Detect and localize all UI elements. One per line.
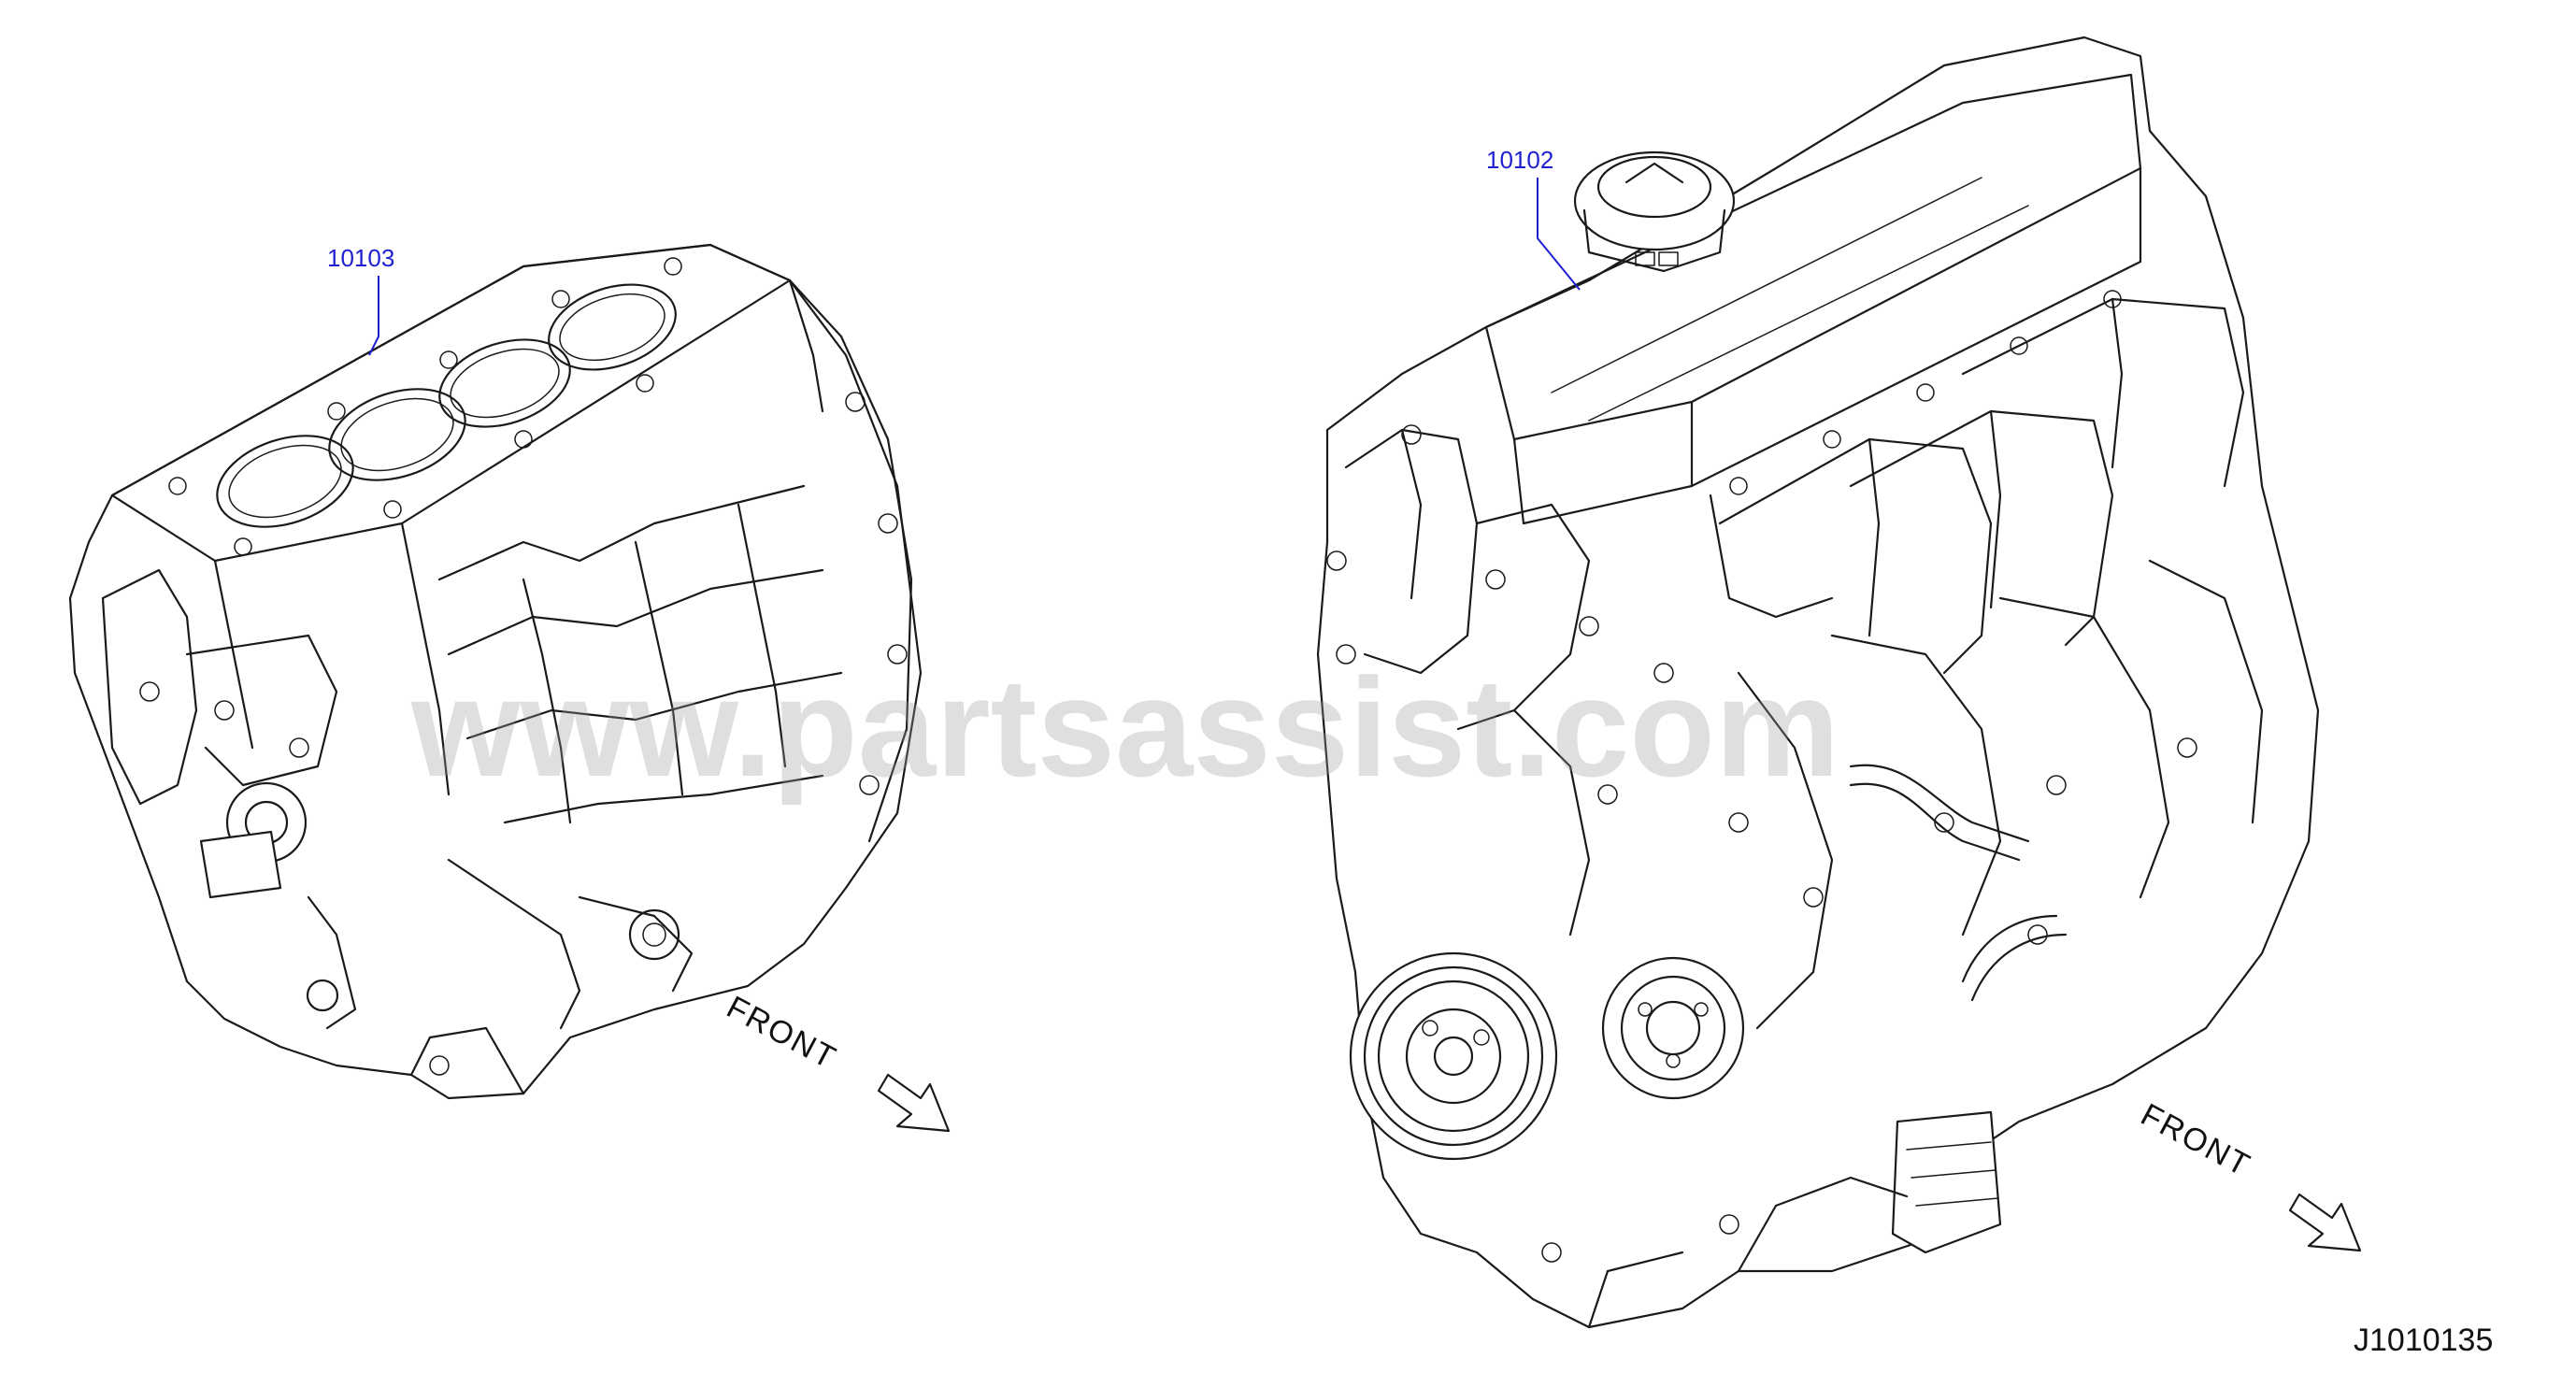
front-label-left: FRONT [721, 990, 842, 1077]
leader-line-10102 [1537, 178, 1581, 291]
front-arrow-right [2288, 1193, 2362, 1252]
drawing-code: J1010135 [2354, 1323, 2493, 1358]
front-label-right: FRONT [2135, 1097, 2256, 1184]
watermark: www.partsassist.com [410, 649, 1839, 806]
leader-line-10103 [368, 276, 379, 356]
part-number-10102: 10102 [1486, 146, 1553, 174]
front-arrow-left [877, 1073, 951, 1133]
engine-assembly-drawing [1316, 36, 2320, 1329]
part-number-10103: 10103 [327, 244, 394, 272]
cylinder-block-drawing [68, 243, 923, 1100]
